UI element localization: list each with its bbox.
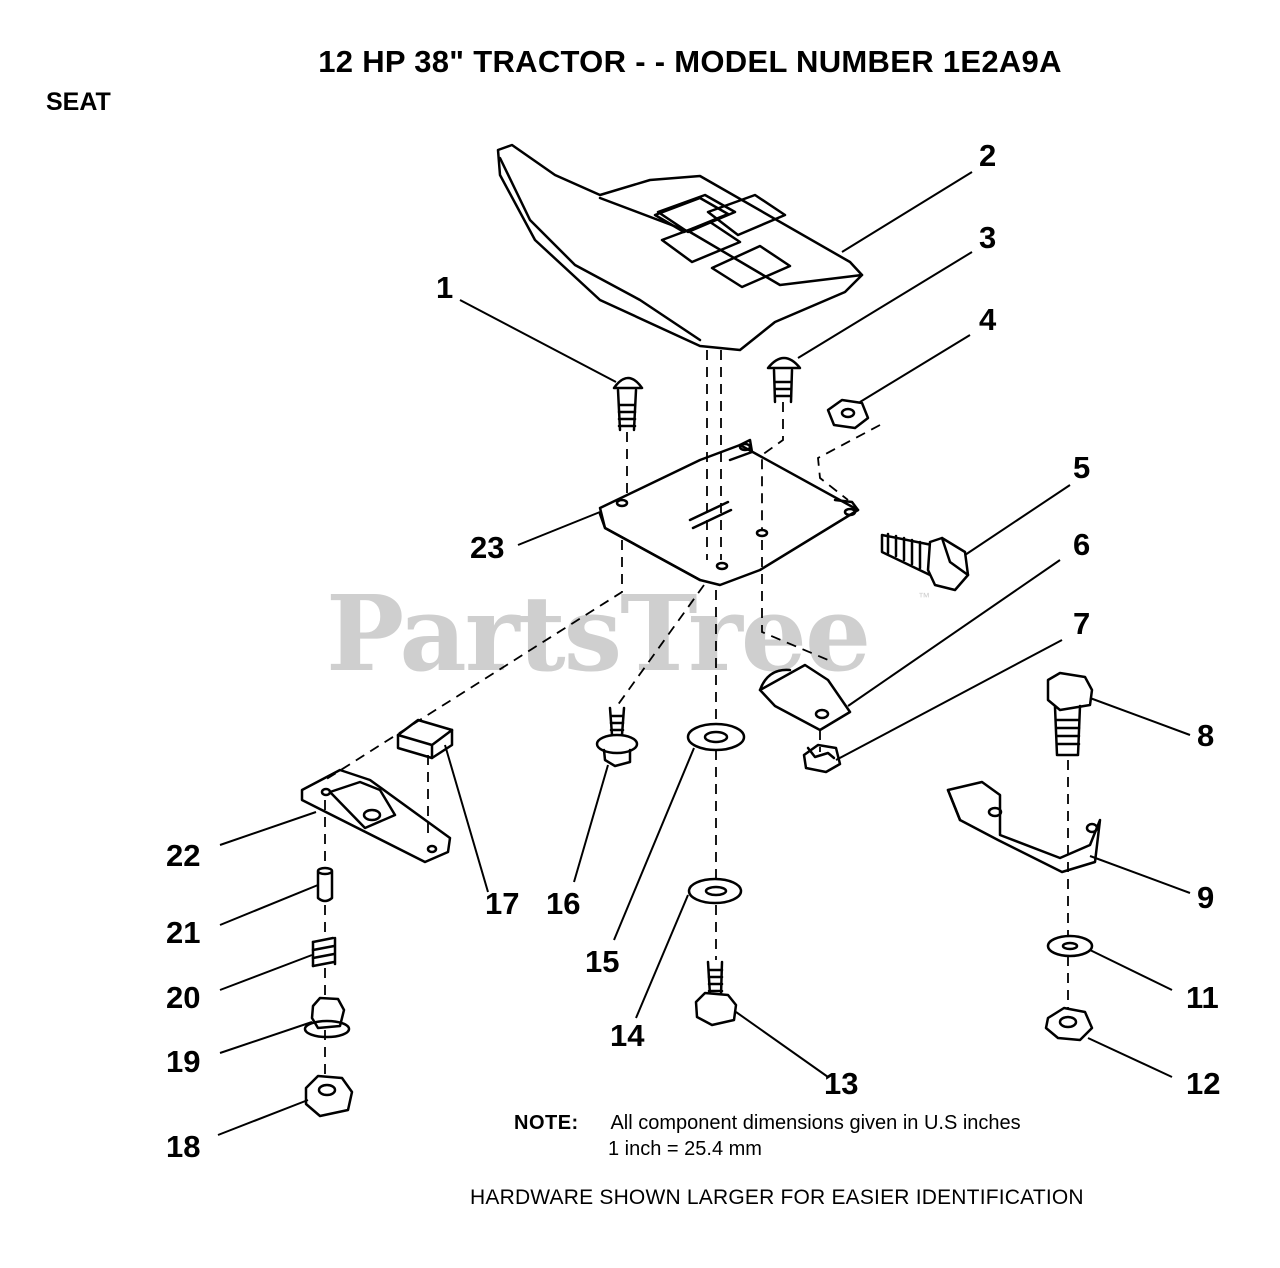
flat-washer-part-15 xyxy=(686,722,746,752)
callout-17: 17 xyxy=(485,886,520,921)
callout-12: 12 xyxy=(1186,1066,1221,1101)
hex-nut-part-4 xyxy=(826,398,870,430)
parts-tree-watermark: PartsTree xyxy=(326,572,871,695)
shoulder-bolt-part-16 xyxy=(595,706,639,768)
callout-1: 1 xyxy=(436,270,454,305)
callout-20: 20 xyxy=(166,980,201,1015)
lock-nut-part-12 xyxy=(1044,1006,1094,1042)
callout-13: 13 xyxy=(824,1066,859,1101)
note-line-1: All component dimensions given in U.S in… xyxy=(610,1112,1021,1134)
callout-3: 3 xyxy=(979,220,997,255)
callout-7: 7 xyxy=(1073,606,1091,641)
dimension-note: NOTE: All component dimensions given in … xyxy=(514,1112,1021,1135)
note-label: NOTE: xyxy=(514,1112,579,1134)
callout-11: 11 xyxy=(1186,980,1219,1015)
washer-part-11 xyxy=(1046,934,1094,958)
callout-8: 8 xyxy=(1197,718,1215,753)
pin-part-21 xyxy=(316,866,334,903)
carriage-bolt-part-1 xyxy=(612,376,644,432)
hex-bolt-part-8 xyxy=(1046,671,1094,757)
diagram-title: 12 HP 38" TRACTOR - - MODEL NUMBER 1E2A9… xyxy=(318,44,1062,79)
callout-6: 6 xyxy=(1073,527,1091,562)
bracket-part-9 xyxy=(946,780,1102,874)
lock-nut-part-7 xyxy=(802,743,842,774)
block-part-17 xyxy=(396,718,454,760)
hex-bolt-part-13 xyxy=(694,960,738,1027)
spring-part-20 xyxy=(311,936,337,968)
shoulder-bolt-part-5 xyxy=(880,532,970,592)
clip-part-6 xyxy=(758,663,852,732)
latch-plate-part-22 xyxy=(300,768,452,864)
callout-15: 15 xyxy=(585,944,620,979)
callout-4: 4 xyxy=(979,302,997,337)
callout-22: 22 xyxy=(166,838,201,873)
callout-23: 23 xyxy=(470,530,505,565)
hardware-footer-note: HARDWARE SHOWN LARGER FOR EASIER IDENTIF… xyxy=(470,1186,1084,1209)
callout-5: 5 xyxy=(1073,450,1091,485)
carriage-bolt-part-3 xyxy=(766,356,802,404)
callout-14: 14 xyxy=(610,1018,645,1053)
callout-21: 21 xyxy=(166,915,201,950)
flange-nut-part-19 xyxy=(303,996,351,1039)
seat-part-2 xyxy=(496,143,864,352)
callout-16: 16 xyxy=(546,886,581,921)
flange-nut-part-18 xyxy=(304,1074,354,1118)
callout-2: 2 xyxy=(979,138,997,173)
callout-9: 9 xyxy=(1197,880,1215,915)
section-label: SEAT xyxy=(46,88,111,116)
lock-washer-part-14 xyxy=(687,877,743,905)
watermark-trademark: ™ xyxy=(918,590,930,604)
callout-19: 19 xyxy=(166,1044,201,1079)
note-line-2: 1 inch = 25.4 mm xyxy=(608,1138,762,1160)
callout-18: 18 xyxy=(166,1129,201,1164)
seat-plate-part-23 xyxy=(598,438,860,587)
